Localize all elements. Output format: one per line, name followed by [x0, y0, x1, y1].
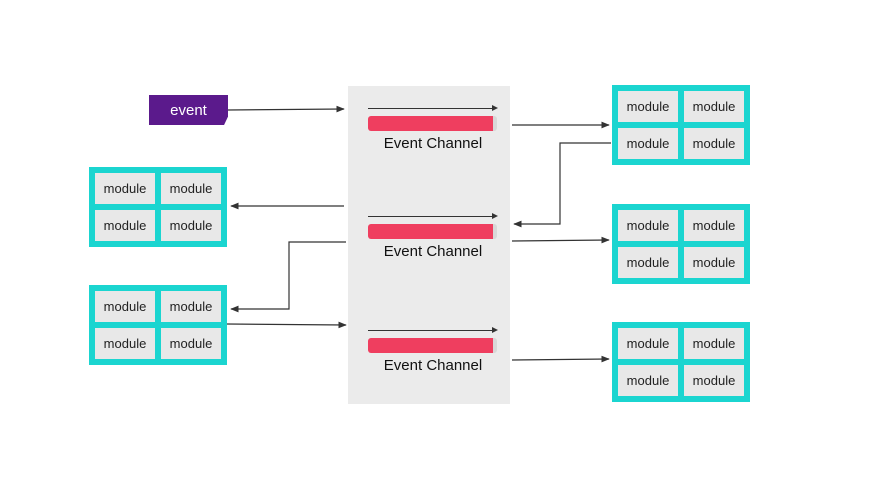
arrow-group-right-top-to-channel-2: [513, 142, 611, 228]
module-box: module: [161, 210, 221, 241]
module-box: module: [95, 173, 155, 204]
module-group-right-middle: module module module module: [612, 204, 750, 284]
channel-flow-arrow: [368, 327, 498, 333]
event-channel-1: Event Channel: [348, 105, 510, 168]
event-channel-3: Event Channel: [348, 327, 510, 390]
channel-label: Event Channel: [383, 357, 483, 374]
module-box: module: [618, 365, 678, 396]
module-box: module: [618, 128, 678, 159]
module-box: module: [684, 128, 744, 159]
channel-label: Event Channel: [383, 135, 483, 152]
module-box: module: [684, 91, 744, 122]
module-box: module: [684, 210, 744, 241]
module-box: module: [95, 291, 155, 322]
module-group-left-top: module module module module: [89, 167, 227, 247]
arrow-channel-2-to-group-left-bottom: [230, 241, 346, 313]
event-channel-2: Event Channel: [348, 213, 510, 276]
module-group-right-bottom: module module module module: [612, 322, 750, 402]
module-box: module: [618, 247, 678, 278]
module-box: module: [95, 328, 155, 359]
arrow-event-to-channel-1: [227, 105, 345, 113]
module-group-right-top: module module module module: [612, 85, 750, 165]
channel-pipe: [368, 116, 497, 131]
channel-flow-arrow: [368, 105, 498, 111]
channel-pipe: [368, 224, 497, 239]
module-box: module: [161, 328, 221, 359]
arrow-group-left-bottom-to-channel-3: [226, 321, 347, 329]
module-box: module: [684, 328, 744, 359]
module-box: module: [95, 210, 155, 241]
module-group-left-bottom: module module module module: [89, 285, 227, 365]
module-box: module: [161, 291, 221, 322]
module-box: module: [618, 91, 678, 122]
channel-pipe: [368, 338, 497, 353]
event-label: event: [170, 101, 207, 119]
module-box: module: [618, 210, 678, 241]
channel-label: Event Channel: [383, 243, 483, 260]
module-box: module: [161, 173, 221, 204]
module-box: module: [684, 365, 744, 396]
arrow-channel-2-to-group-right-middle: [511, 236, 610, 244]
module-box: module: [684, 247, 744, 278]
module-box: module: [618, 328, 678, 359]
arrow-channel-3-to-group-right-bottom: [511, 355, 610, 363]
channel-flow-arrow: [368, 213, 498, 219]
event-tag: event: [149, 95, 228, 125]
